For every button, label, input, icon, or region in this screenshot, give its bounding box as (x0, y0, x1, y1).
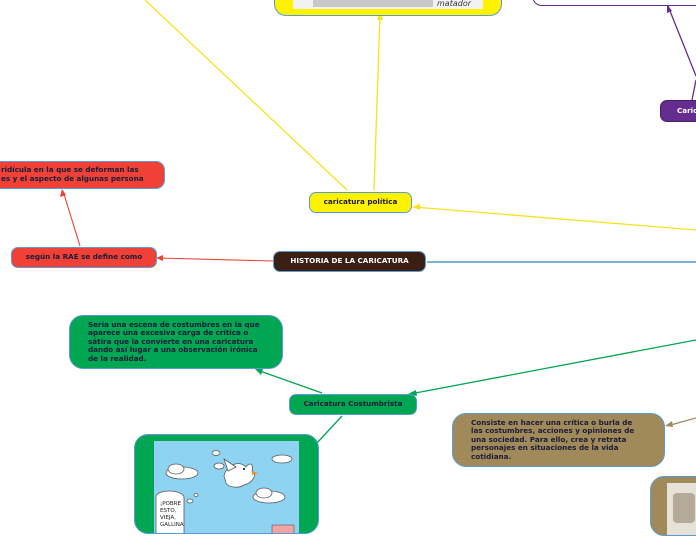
image-node-bottom-right[interactable] (650, 476, 696, 536)
cartoon-image: ¡POBRE ESTO, VIEJA, GALLINA (154, 441, 299, 534)
node-costumbrista-definition-text: Sería una escena de costumbres en la que… (88, 321, 264, 364)
node-rae-definition[interactable]: ridícula en la que se deforman las es y … (0, 161, 165, 189)
node-caricatura-politica-label: caricatura política (324, 198, 398, 207)
cartoon-drawing: ¡POBRE ESTO, VIEJA, GALLINA (154, 441, 299, 534)
connector-rae-to-definition (63, 191, 80, 246)
svg-text:GALLINA: GALLINA (160, 522, 184, 528)
node-rae-definition-text: ridícula en la que se deforman las es y … (1, 166, 144, 183)
arrowhead-definition (60, 189, 66, 197)
node-segun-rae[interactable]: según la RAE se define como (11, 247, 157, 268)
image-bottom-right-content (667, 483, 696, 536)
node-consiste-text: Consiste en hacer una crítica o burla de… (471, 419, 646, 462)
connector-politica-to-top-image (374, 14, 380, 190)
node-segun-rae-label: según la RAE se define como (26, 253, 142, 262)
node-consiste[interactable]: Consiste en hacer una crítica o burla de… (452, 413, 665, 467)
connector-historia-to-rae (158, 258, 273, 261)
image-top-content: matador (293, 0, 483, 9)
node-caricatura-purple-label: Caric (677, 107, 696, 116)
node-caricatura-costumbrista-label: Caricatura Costumbrista (304, 400, 403, 409)
arrowhead-politica (412, 204, 420, 210)
connector-right-to-costumbrista (410, 340, 696, 394)
connector-costumbrista-to-definition (257, 370, 322, 393)
image-node-top[interactable]: matador (274, 0, 502, 16)
image-node-top-right[interactable] (532, 0, 696, 6)
image-top-shape (313, 0, 433, 7)
node-caricatura-purple[interactable]: Caric (660, 100, 696, 122)
arrowhead-rae (156, 255, 163, 261)
svg-text:VIEJA,: VIEJA, (160, 515, 176, 521)
connector-right-to-politica (414, 207, 696, 230)
arrowhead-costumbrista-def (255, 369, 263, 375)
arrowhead-consiste (665, 421, 673, 427)
image-caption: matador (437, 0, 471, 8)
connector-purple-down (692, 80, 696, 100)
node-caricatura-costumbrista[interactable]: Caricatura Costumbrista (289, 394, 417, 415)
connector-costumbrista-to-image (316, 416, 342, 444)
image-node-costumbrista[interactable]: ¡POBRE ESTO, VIEJA, GALLINA (134, 434, 319, 534)
cartoon-bubble-text: ¡POBRE (160, 501, 181, 507)
node-historia-caricatura-label: HISTORIA DE LA CARICATURA (290, 257, 408, 266)
node-historia-caricatura[interactable]: HISTORIA DE LA CARICATURA (273, 251, 426, 272)
svg-text:ESTO,: ESTO, (160, 508, 177, 514)
node-costumbrista-definition[interactable]: Sería una escena de costumbres en la que… (69, 315, 283, 369)
node-caricatura-politica[interactable]: caricatura política (309, 192, 412, 213)
connector-politica-to-topleft (145, 0, 347, 190)
connector-purple (668, 6, 696, 76)
